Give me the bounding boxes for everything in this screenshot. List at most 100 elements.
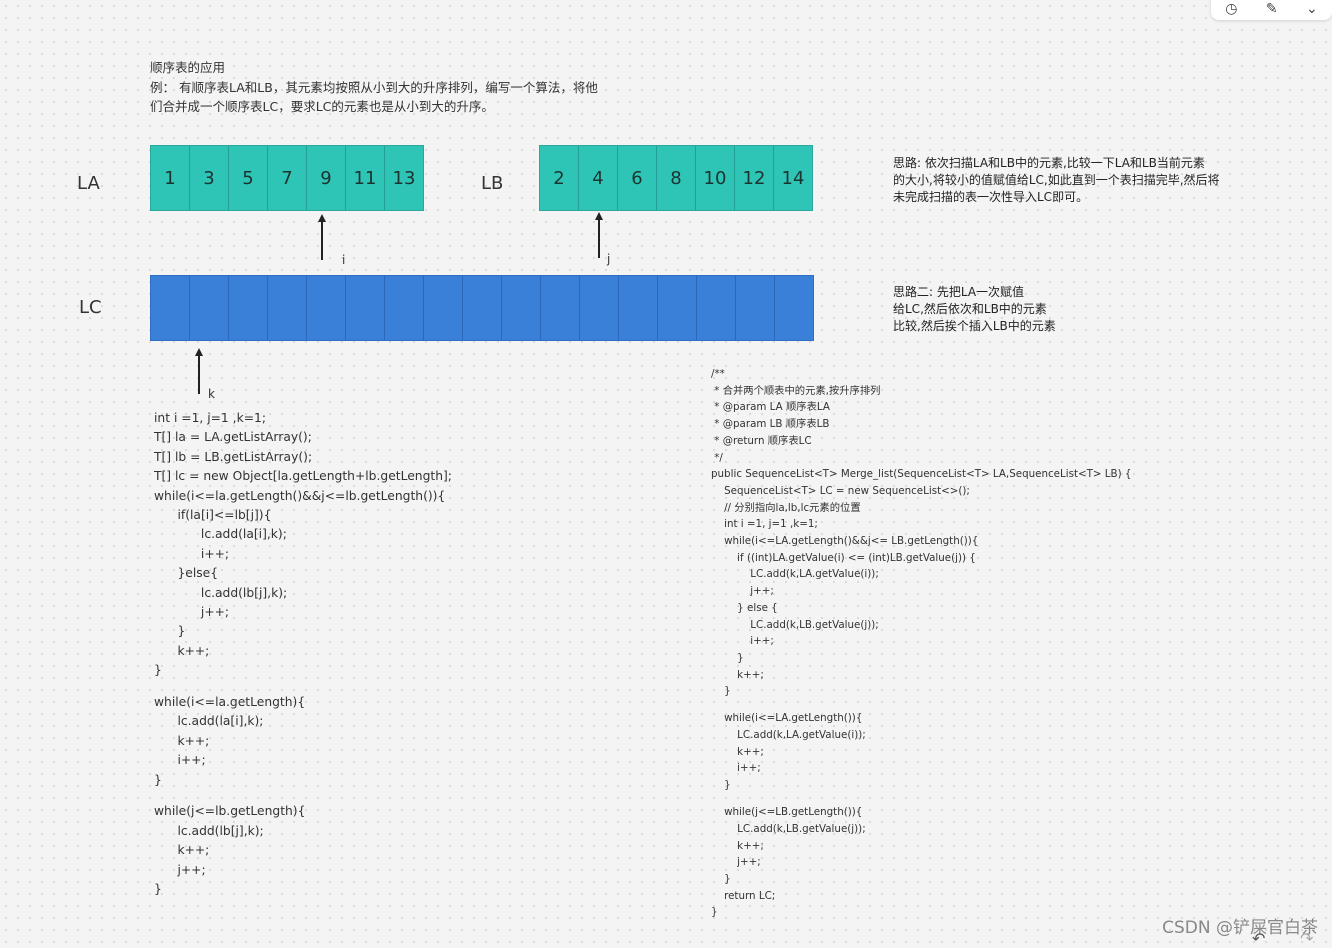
- pointer-j-line: [598, 218, 600, 258]
- code-block-java: /** * 合并两个顺表中的元素,按升序排列 * @param LA 顺序表LA…: [711, 366, 1131, 921]
- note-line: 的大小,将较小的值赋值给LC,如此直到一个表扫描完毕,然后将: [893, 173, 1220, 187]
- la-cell: 11: [346, 146, 385, 210]
- code-line: * @return 顺序表LC: [711, 434, 812, 447]
- chevron-down-icon[interactable]: ⌄: [1306, 1, 1318, 17]
- lc-cell: [151, 276, 190, 340]
- note-line: 比较,然后挨个插入LB中的元素: [893, 319, 1056, 333]
- lc-cell: [190, 276, 229, 340]
- lb-cell: 6: [618, 146, 657, 210]
- pointer-i-arrowhead: [318, 214, 326, 222]
- la-cell: 13: [392, 167, 416, 189]
- lc-cell: [307, 276, 346, 340]
- lb-cell: 4: [579, 146, 618, 210]
- redo-icon[interactable]: ↷: [1300, 929, 1314, 948]
- label-lc: LC: [79, 297, 102, 318]
- code-line: LC.add(k,LB.getValue(j));: [711, 618, 879, 631]
- code-line: k++;: [154, 843, 210, 858]
- lb-cell: 12: [735, 146, 774, 210]
- code-line: while(i<=la.getLength()&&j<=lb.getLength…: [154, 488, 446, 503]
- code-line: k++;: [154, 643, 210, 658]
- code-line: k++;: [711, 668, 764, 681]
- timer-icon[interactable]: ◷: [1225, 1, 1238, 17]
- lc-cell: [424, 276, 463, 340]
- code-line: LC.add(k,LB.getValue(j));: [711, 822, 866, 835]
- code-line: lc.add(lb[j],k);: [154, 823, 264, 838]
- code-line: k++;: [711, 745, 764, 758]
- code-line: j++;: [154, 605, 230, 620]
- note-idea-1: 思路: 依次扫描LA和LB中的元素,比较一下LA和LB当前元素 的大小,将较小的…: [893, 155, 1220, 206]
- intro-text: 顺序表的应用 例： 有顺序表LA和LB，其元素均按照从小到大的升序排列，编写一个…: [150, 58, 598, 117]
- lc-cell: [346, 276, 385, 340]
- pointer-j-arrowhead: [595, 212, 603, 220]
- code-line: }: [711, 872, 731, 885]
- code-line: [711, 794, 1131, 804]
- lc-cell: [463, 276, 502, 340]
- lc-cell: [619, 276, 658, 340]
- code-line: * @param LA 顺序表LA: [711, 401, 830, 414]
- code-line: public SequenceList<T> Merge_list(Sequen…: [711, 468, 1132, 481]
- code-line: */: [711, 451, 723, 464]
- code-line: i++;: [154, 753, 206, 768]
- note-line: 思路二: 先把LA一次赋值: [893, 285, 1025, 299]
- lc-cell: [268, 276, 307, 340]
- code-line: if(la[i]<=lb[j]){: [154, 508, 272, 523]
- code-line: // 分别指向la,lb,lc元素的位置: [711, 501, 861, 514]
- la-cell: 3: [190, 146, 229, 210]
- code-line: lc.add(la[i],k);: [154, 527, 287, 542]
- lb-cell: 8: [657, 146, 696, 210]
- code-line: lc.add(lb[j],k);: [154, 585, 288, 600]
- la-cell: 1: [151, 146, 190, 210]
- code-line: int i =1, j=1 ,k=1;: [711, 518, 818, 531]
- code-line: i++;: [711, 762, 761, 775]
- pointer-j-label: j: [607, 252, 611, 266]
- code-line: [711, 700, 1131, 710]
- note-line: 思路: 依次扫描LA和LB中的元素,比较一下LA和LB当前元素: [893, 156, 1205, 170]
- code-line: [154, 790, 452, 802]
- code-line: while(i<=LA.getLength()){: [711, 712, 863, 725]
- code-line: LC.add(k,LA.getValue(i));: [711, 568, 879, 581]
- lb-cell: 2: [540, 146, 579, 210]
- lc-cell: [541, 276, 580, 340]
- code-line: j++;: [711, 856, 761, 869]
- intro-line-2: 们合并成一个顺序表LC，要求LC的元素也是从小到大的升序。: [150, 99, 494, 114]
- code-line: [154, 681, 452, 693]
- code-line: * @param LB 顺序表LB: [711, 418, 830, 431]
- code-block-pseudo: int i =1, j=1 ,k=1;T[] la = LA.getListAr…: [154, 409, 452, 899]
- code-line: SequenceList<T> LC = new SequenceList<>(…: [711, 484, 970, 497]
- code-line: }: [154, 881, 162, 896]
- undo-icon[interactable]: ↶: [1252, 929, 1266, 948]
- code-line: while(j<=LB.getLength()){: [711, 806, 863, 819]
- code-line: } else {: [711, 601, 778, 614]
- code-line: return LC;: [711, 889, 776, 902]
- intro-line-1: 例： 有顺序表LA和LB，其元素均按照从小到大的升序排列，编写一个算法，将他: [150, 79, 598, 95]
- pointer-i-label: i: [342, 253, 346, 267]
- code-line: if ((int)LA.getValue(i) <= (int)LB.getVa…: [711, 551, 976, 564]
- code-line: while(j<=lb.getLength){: [154, 804, 306, 819]
- pointer-k-label: k: [208, 387, 215, 401]
- lb-cell: 10: [696, 146, 735, 210]
- label-la: LA: [77, 173, 100, 194]
- code-line: T[] la = LA.getListArray();: [154, 430, 312, 445]
- code-line: T[] lb = LB.getListArray();: [154, 449, 313, 464]
- code-line: }: [711, 651, 744, 664]
- lc-cell: [658, 276, 697, 340]
- code-line: lc.add(la[i],k);: [154, 714, 264, 729]
- code-line: while(i<=LA.getLength()&&j<= LB.getLengt…: [711, 535, 979, 548]
- la-cell: 5: [229, 146, 268, 210]
- code-line: k++;: [711, 839, 764, 852]
- note-idea-2: 思路二: 先把LA一次赋值 给LC,然后依次和LB中的元素 比较,然后挨个插入L…: [893, 284, 1056, 335]
- code-line: }: [154, 663, 162, 678]
- pen-icon[interactable]: ✎: [1265, 1, 1278, 17]
- lc-cell: [775, 276, 813, 340]
- watermark: CSDN @铲屎官白茶: [1162, 918, 1318, 938]
- code-line: i++;: [711, 635, 774, 648]
- intro-title: 顺序表的应用: [150, 60, 226, 75]
- code-line: }: [711, 779, 731, 792]
- label-lb: LB: [481, 173, 504, 194]
- code-line: j++;: [711, 585, 774, 598]
- lc-cell: [229, 276, 268, 340]
- code-line: while(i<=la.getLength){: [154, 694, 306, 709]
- pointer-k-line: [198, 354, 200, 394]
- note-line: 未完成扫描的表一次性导入LC即可。: [893, 190, 1089, 204]
- code-line: k++;: [154, 733, 210, 748]
